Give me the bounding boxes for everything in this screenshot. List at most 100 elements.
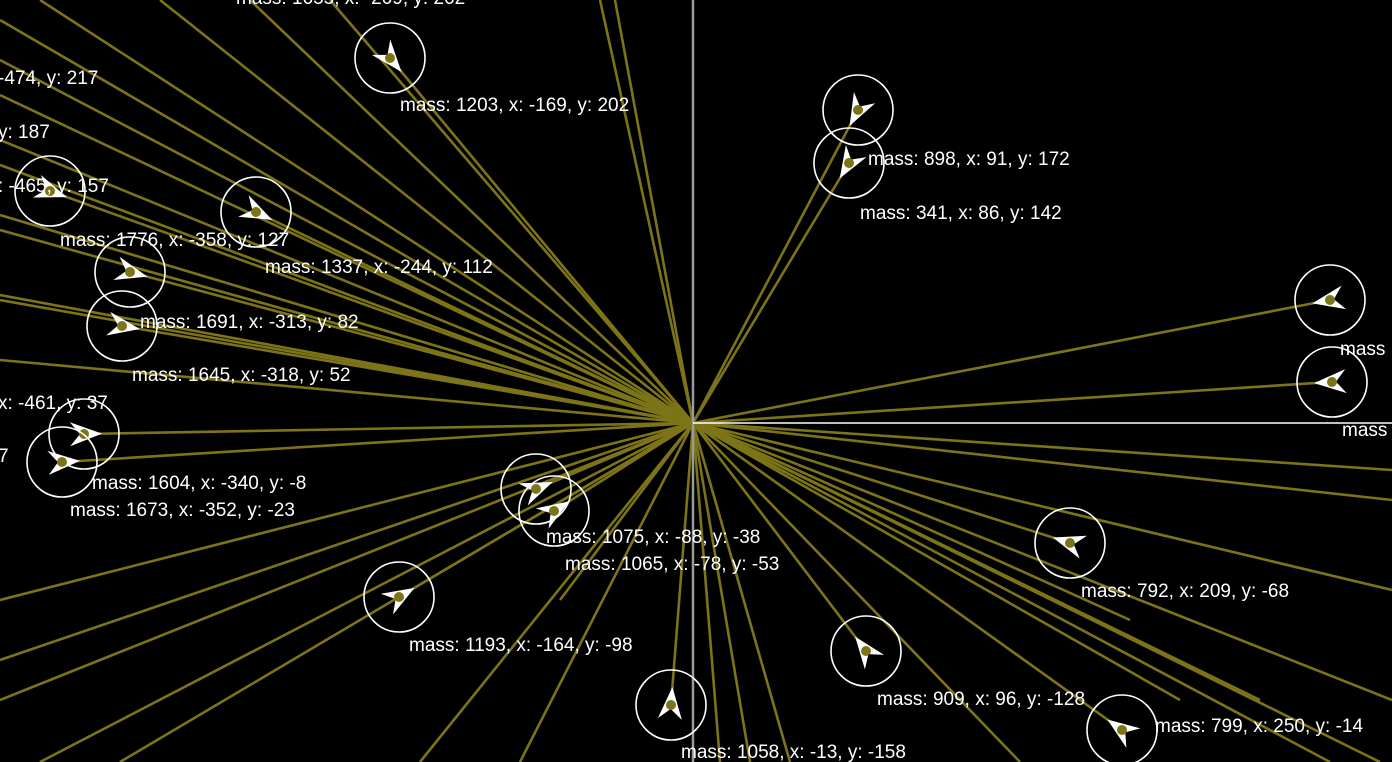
body-marker-b_r2[interactable] bbox=[1296, 346, 1368, 418]
body-label: mass: 909, x: 96, y: -128 bbox=[877, 689, 1085, 710]
orbit-ring bbox=[48, 398, 120, 470]
ray-offscreen-3 bbox=[0, 93, 694, 425]
body-marker-b909[interactable] bbox=[830, 615, 902, 687]
body-label: mass: 1058, x: -13, y: -158 bbox=[681, 742, 906, 762]
ray-offscreen-26 bbox=[691, 422, 792, 762]
body-marker-b792[interactable] bbox=[1034, 507, 1106, 579]
body-marker-b1691[interactable] bbox=[86, 290, 158, 362]
orbit-ring bbox=[1034, 507, 1106, 579]
ray-offscreen-16 bbox=[0, 421, 694, 702]
body-label: mass: 898, x: 91, y: 172 bbox=[868, 149, 1070, 170]
orbit-ring bbox=[813, 127, 885, 199]
ray-offscreen-10 bbox=[0, 358, 694, 425]
body-marker-b1193[interactable] bbox=[363, 561, 435, 633]
body-marker-b1065[interactable] bbox=[518, 475, 590, 547]
body-center-dot bbox=[531, 484, 541, 494]
body-marker-b1337[interactable] bbox=[220, 176, 292, 248]
body-marker-b1604[interactable] bbox=[48, 398, 120, 470]
orbit-ring bbox=[363, 561, 435, 633]
ray-offscreen-11 bbox=[598, 0, 695, 424]
body-label: mass: 341, x: 86, y: 142 bbox=[860, 203, 1062, 224]
body-center-dot bbox=[666, 700, 676, 710]
ray-offscreen-34 bbox=[692, 421, 1181, 702]
ray-offscreen-1 bbox=[39, 0, 694, 425]
ray-offscreen-36 bbox=[692, 421, 1261, 702]
ray-offscreen-5 bbox=[0, 163, 694, 425]
ray-offscreen-27 bbox=[692, 422, 1021, 762]
body-marker-b799[interactable] bbox=[1086, 694, 1158, 762]
body-markers bbox=[14, 22, 1368, 762]
ray-offscreen-7 bbox=[0, 228, 694, 425]
ray-b909 bbox=[691, 422, 868, 652]
body-label: mass: 1655, x: -209, y: 262 bbox=[236, 0, 465, 9]
ray-b799 bbox=[692, 421, 1123, 732]
ray-b792 bbox=[692, 421, 1071, 545]
body-label: mass bbox=[1342, 420, 1387, 441]
ray-offscreen-2 bbox=[0, 58, 694, 425]
orbit-ring bbox=[1086, 694, 1158, 762]
body-center-dot bbox=[394, 592, 404, 602]
body-center-dot bbox=[853, 105, 863, 115]
body-center-dot bbox=[1065, 538, 1075, 548]
body-center-dot bbox=[385, 53, 395, 63]
ray-offscreen-6 bbox=[0, 213, 694, 425]
ray-offscreen-19 bbox=[39, 421, 694, 762]
orbit-ring bbox=[822, 74, 894, 146]
body-label: x: -461, y: 37 bbox=[0, 393, 108, 414]
orbit-ring bbox=[220, 176, 292, 248]
body-marker-b1776[interactable] bbox=[94, 236, 166, 308]
orbit-ring bbox=[1296, 346, 1368, 418]
body-marker-b1075[interactable] bbox=[500, 453, 572, 525]
ray-b_r2 bbox=[692, 380, 1333, 425]
body-label: mass: 1645, x: -318, y: 52 bbox=[132, 365, 351, 386]
ray-offscreen-13 bbox=[159, 0, 694, 425]
ray-b898 bbox=[691, 109, 860, 424]
orbit-ring bbox=[500, 453, 572, 525]
body-marker-b1058[interactable] bbox=[635, 669, 707, 741]
body-center-dot bbox=[251, 207, 261, 217]
ray-offscreen-22 bbox=[518, 422, 695, 762]
ray-offscreen-14 bbox=[249, 0, 694, 424]
ray-offscreen-30 bbox=[692, 421, 1392, 592]
ray-offscreen-18 bbox=[0, 421, 694, 602]
body-marker-b1203[interactable] bbox=[354, 22, 426, 94]
body-marker-b898[interactable] bbox=[822, 74, 894, 146]
orbit-ring bbox=[830, 615, 902, 687]
ray-offscreen-4 bbox=[0, 138, 694, 425]
body-marker-b341[interactable] bbox=[813, 127, 885, 199]
ray-offscreen-21 bbox=[418, 422, 695, 762]
body-label: mass: 1691, x: -313, y: 82 bbox=[140, 312, 359, 333]
body-label: mass bbox=[1340, 339, 1385, 360]
ray-offscreen-33 bbox=[692, 421, 1331, 762]
orbit-ring bbox=[518, 475, 590, 547]
ray-offscreen-23 bbox=[558, 422, 695, 601]
body-label: mass: 1776, x: -358, y: 127 bbox=[60, 230, 289, 251]
ray-b_r1 bbox=[692, 298, 1331, 425]
ray-offscreen-31 bbox=[692, 421, 1392, 502]
body-marker-b_r1[interactable] bbox=[1294, 264, 1366, 336]
orbit-ring bbox=[354, 22, 426, 94]
body-label: -474, y: 217 bbox=[0, 68, 98, 89]
ray-b1673 bbox=[61, 421, 694, 464]
orbit-ring bbox=[86, 290, 158, 362]
ray-b1058 bbox=[669, 422, 695, 706]
body-center-dot bbox=[1327, 377, 1337, 387]
body-label: mass: 1193, x: -164, y: -98 bbox=[409, 635, 633, 656]
body-center-dot bbox=[45, 186, 55, 196]
body-marker-b1673[interactable] bbox=[26, 426, 98, 498]
body-center-dot bbox=[844, 158, 854, 168]
body-label: mass: 1065, x: -78, y: -53 bbox=[565, 554, 779, 575]
body-marker-b465[interactable] bbox=[14, 155, 86, 227]
body-label: mass: 1075, x: -88, y: -38 bbox=[546, 527, 760, 548]
body-label: mass: 799, x: 250, y: -14 bbox=[1155, 716, 1363, 737]
orbit-ring bbox=[94, 236, 166, 308]
body-center-dot bbox=[549, 506, 559, 516]
ray-offscreen-24 bbox=[691, 422, 722, 762]
body-center-dot bbox=[57, 457, 67, 467]
body-label: mass: 792, x: 209, y: -68 bbox=[1081, 581, 1289, 602]
body-center-dot bbox=[117, 321, 127, 331]
ray-offscreen-32 bbox=[692, 421, 1392, 472]
